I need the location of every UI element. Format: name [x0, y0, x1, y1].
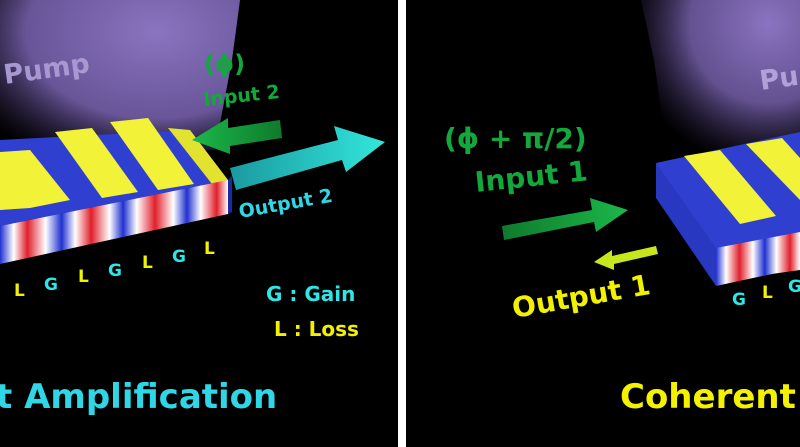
gl-letter: L — [142, 253, 153, 273]
output-1-arrow — [594, 246, 658, 270]
gain-loss-sequence: G L G — [732, 277, 800, 310]
gl-letter: L — [204, 239, 215, 259]
legend-gain: G : Gain — [266, 282, 355, 306]
stripe-loss — [0, 150, 70, 210]
waveguide-front-face — [716, 232, 800, 286]
input-1-arrow — [502, 198, 628, 240]
gl-letter: G — [172, 247, 186, 267]
gl-letter: G — [44, 275, 58, 295]
input-1-phase: (ϕ + π/2) — [444, 122, 587, 155]
gl-letter: L — [78, 267, 89, 287]
panel-title: t Amplification — [0, 377, 277, 417]
input-2-arrow — [192, 118, 282, 154]
stripe-loss — [55, 128, 138, 198]
gain-loss-sequence: L G L G L G L — [14, 239, 215, 301]
stripe-loss — [110, 118, 194, 190]
stripe-loss — [684, 150, 776, 224]
stripe-loss — [168, 128, 228, 184]
waveguide-side — [656, 163, 716, 286]
left-panel: Pump (ϕ) Input 2 Output 2 L G L G L G L … — [0, 0, 398, 447]
waveguide-edge — [228, 176, 232, 214]
pump-beam — [0, 0, 240, 160]
output-2-label: Output 2 — [237, 185, 334, 223]
stripe-loss — [746, 138, 800, 200]
gl-letter: L — [762, 283, 773, 303]
input-2-phase: (ϕ) — [204, 50, 245, 78]
legend-loss: L : Loss — [274, 317, 359, 341]
output-1-label: Output 1 — [509, 268, 652, 325]
gl-letter: L — [14, 281, 25, 301]
gl-letter: G — [788, 277, 800, 297]
right-diagram: Pu (ϕ + π/2) Input 1 Output 1 G L G Cohe… — [444, 0, 800, 417]
input-1-label: Input 1 — [473, 154, 589, 199]
output-2-arrow — [230, 126, 385, 190]
panel-title: Coherent A — [620, 377, 800, 417]
gl-letter: G — [732, 290, 746, 310]
panel-divider — [398, 0, 406, 447]
waveguide-front — [0, 180, 228, 264]
right-panel: Pu (ϕ + π/2) Input 1 Output 1 G L G Cohe… — [406, 0, 800, 447]
pump-label: Pu — [758, 61, 800, 97]
pump-beam — [641, 0, 800, 160]
gl-letter: G — [108, 261, 122, 281]
left-diagram: Pump (ϕ) Input 2 Output 2 L G L G L G L … — [0, 0, 385, 417]
